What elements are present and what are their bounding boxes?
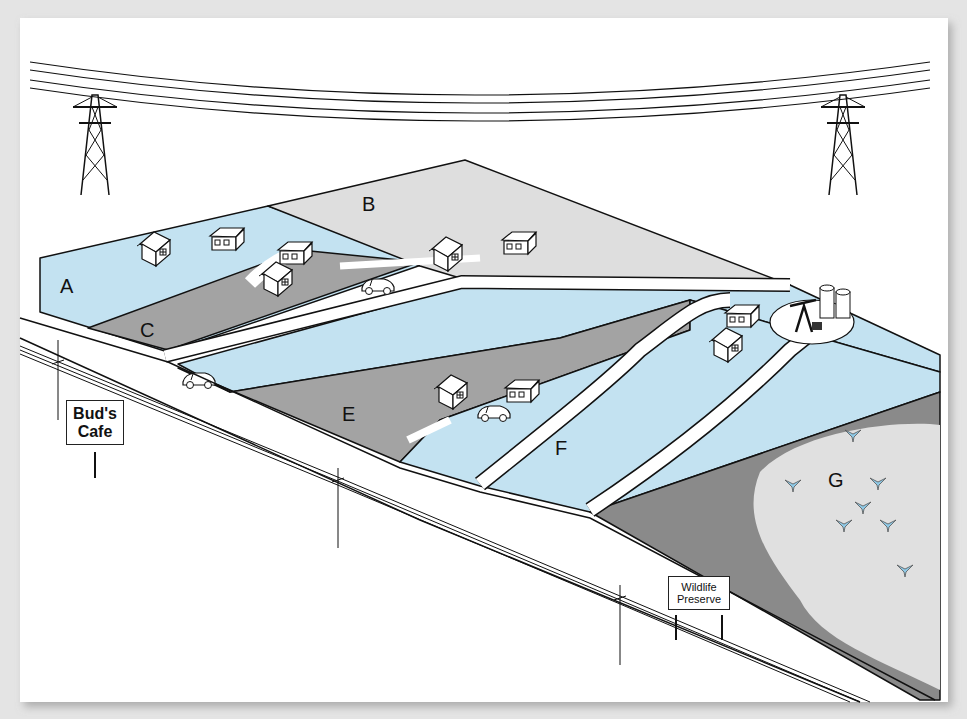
sign-text: Wildlife Preserve: [672, 581, 726, 605]
parcel-letter: E: [342, 404, 355, 424]
parcel-letter: C: [140, 320, 154, 340]
sign-board: Wildlife Preserve: [668, 576, 730, 610]
parcel-letter: A: [60, 276, 73, 296]
parcel-letter: B: [362, 194, 375, 214]
sign-board: Bud's Cafe: [66, 400, 124, 445]
parcel-letter: F: [555, 438, 567, 458]
sign-text: Bud's Cafe: [70, 405, 120, 440]
parcel-letter: G: [828, 470, 844, 490]
